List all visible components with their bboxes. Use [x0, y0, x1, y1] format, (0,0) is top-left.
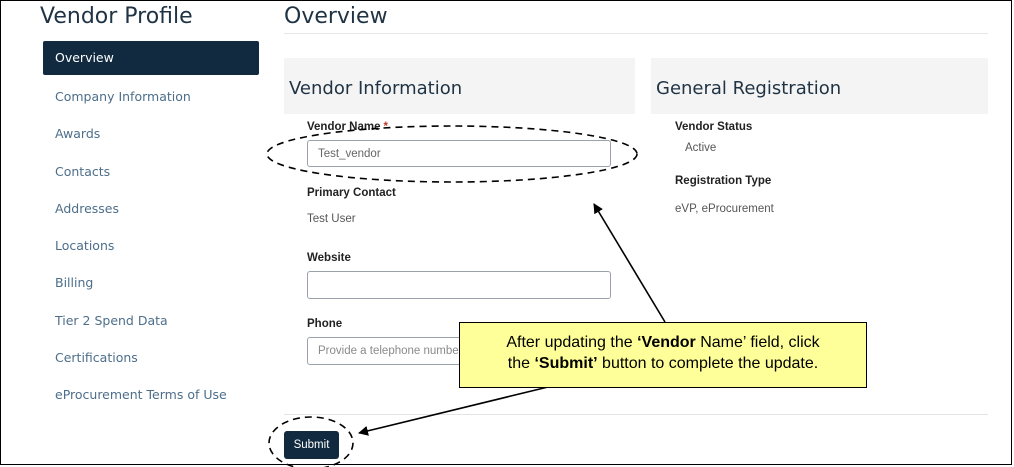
required-marker: * [383, 121, 388, 133]
sidebar-item-billing[interactable]: Billing [55, 275, 94, 291]
sidebar-item-certifications[interactable]: Certifications [55, 350, 138, 366]
callout-text: button to complete the update. [597, 355, 819, 372]
title-divider [284, 33, 988, 34]
form-footer-divider [284, 414, 988, 415]
sidebar-item-company-information[interactable]: Company Information [55, 89, 191, 104]
primary-contact-value: Test User [307, 213, 356, 225]
sidebar-item-contacts[interactable]: Contacts [55, 163, 111, 179]
vendor-name-label-text: Vendor Name [307, 121, 381, 133]
sidebar-item-awards[interactable]: Awards [55, 126, 101, 142]
vendor-status-label: Vendor Status [675, 121, 753, 133]
sidebar-title: Vendor Profile [40, 4, 193, 29]
callout-text: the [507, 355, 535, 372]
page-title: Overview [284, 4, 388, 29]
callout-bold-vendor: ‘Vendor [637, 334, 696, 351]
registration-type-value: eVP, eProcurement [675, 203, 774, 215]
general-registration-header: General Registration [651, 58, 988, 114]
callout-text: Name’ field, click [695, 334, 820, 351]
website-input[interactable] [307, 271, 611, 299]
vendor-status-value: Active [685, 142, 717, 154]
sidebar-item-addresses[interactable]: Addresses [55, 200, 119, 216]
vendor-information-header: Vendor Information [284, 58, 635, 114]
sidebar-item-overview[interactable]: Overview [43, 41, 259, 75]
sidebar-nav: Overview Company Information Awards Cont… [43, 41, 259, 414]
general-registration-heading: General Registration [656, 78, 842, 99]
phone-label: Phone [307, 318, 343, 330]
primary-contact-label: Primary Contact [307, 187, 396, 199]
instruction-callout: After updating the ‘Vendor Name’ field, … [459, 322, 867, 388]
vendor-name-input[interactable] [307, 140, 611, 167]
sidebar-item-eprocurement-terms[interactable]: eProcurement Terms of Use [55, 387, 227, 403]
registration-type-label: Registration Type [675, 175, 772, 187]
vendor-information-heading: Vendor Information [289, 78, 463, 99]
callout-bold-submit: ‘Submit’ [534, 355, 598, 372]
vendor-name-label: Vendor Name* [307, 121, 388, 133]
sidebar-item-locations[interactable]: Locations [55, 238, 115, 254]
website-label: Website [307, 252, 351, 264]
sidebar-item-tier2-spend-data[interactable]: Tier 2 Spend Data [55, 312, 168, 328]
submit-button[interactable]: Submit [284, 431, 339, 459]
callout-text: After updating the [506, 334, 638, 351]
